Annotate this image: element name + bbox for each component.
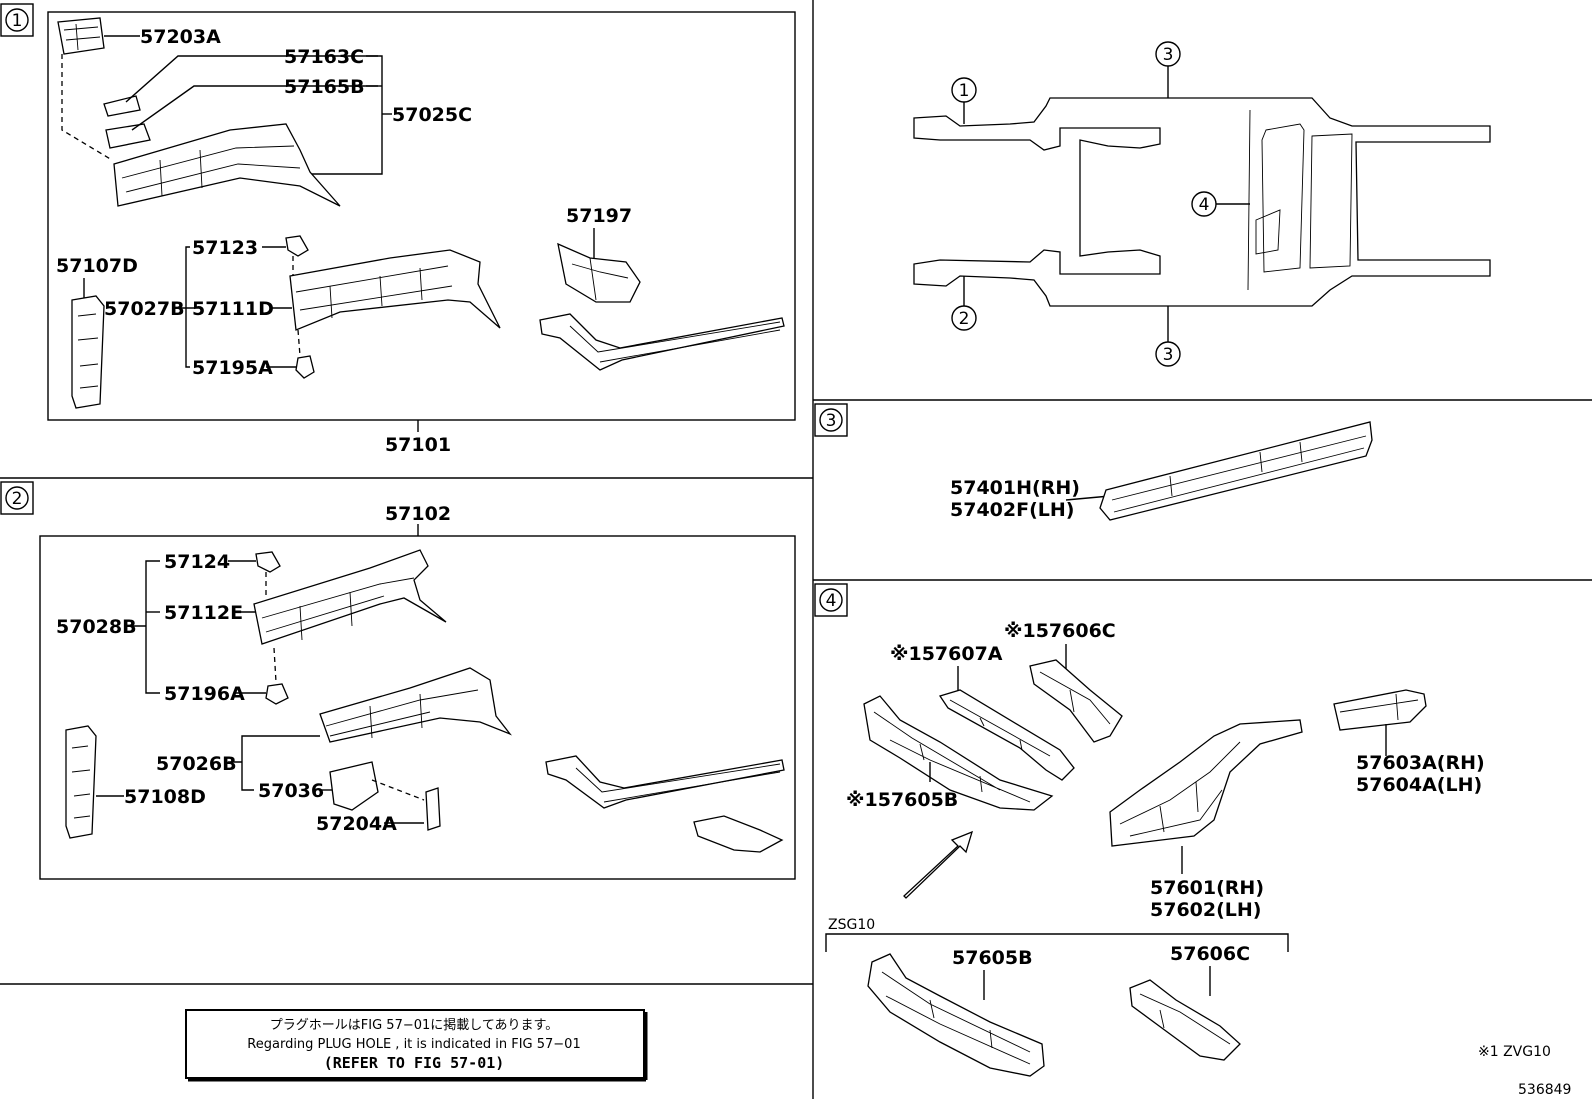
label-57108D: 57108D [124, 786, 206, 808]
part-57603A-shape [1333, 689, 1427, 731]
notice-line-3: (REFER TO FIG 57-01) [324, 1054, 505, 1072]
section-4: 4 ※157607A ※157606C ※157605B 57601(RH) 5… [814, 583, 1551, 1077]
part-57195A-shape [295, 355, 315, 379]
overview-callout-4: 4 [1199, 195, 1210, 215]
label-57603A: 57603A(RH) [1356, 752, 1485, 774]
illustration-number: 536849 [1518, 1082, 1571, 1098]
label-57165B: 57165B [284, 76, 365, 98]
notice-line-2: Regarding PLUG HOLE , it is indicated in… [247, 1037, 580, 1052]
label-57401H: 57401H(RH) [950, 477, 1080, 499]
overview-rail-upper [913, 97, 1491, 307]
part-bracket-s2 [693, 815, 784, 853]
part-ZSG10-57605B-shape [867, 953, 1045, 1077]
label-57197: 57197 [566, 205, 632, 227]
label-57204A: 57204A [316, 813, 397, 835]
label-57607A: ※157607A [890, 643, 1003, 665]
label-57025C: 57025C [392, 104, 472, 126]
section-3: 3 57401H(RH) 57402F(LH) [814, 403, 1373, 521]
section-3-marker: 3 [826, 411, 837, 431]
section-1: 1 57203A 57163C 57165B 57025C 57197 5710… [0, 3, 796, 456]
part-57108D-shape [65, 725, 97, 839]
label-57111D: 57111D [192, 298, 274, 320]
label-57028B: 57028B [56, 616, 137, 638]
notice-line-1: プラグホールはFIG 57−01に掲載してあります。 [270, 1017, 558, 1033]
part-57026B-shape [319, 667, 512, 743]
label-57402F: 57402F(LH) [950, 499, 1074, 521]
label-57027B: 57027B [104, 298, 185, 320]
label-57112E: 57112E [164, 602, 243, 624]
overview-callout-3-top: 3 [1163, 45, 1174, 65]
label-57196A: 57196A [164, 683, 245, 705]
part-57606C-shape [1029, 659, 1123, 743]
overview-callout-2: 2 [959, 309, 970, 329]
part-57111D-shape [289, 249, 501, 331]
part-57401H-shape [1099, 421, 1373, 521]
label-57203A: 57203A [140, 26, 221, 48]
part-57025C-shape [113, 123, 341, 207]
label-57195A: 57195A [192, 357, 273, 379]
label-57026B: 57026B [156, 753, 237, 775]
section-4-marker: 4 [826, 591, 837, 611]
part-57165B-shape [105, 123, 151, 149]
part-57607A-shape [938, 689, 1075, 781]
section-2-marker: 2 [12, 489, 23, 509]
overview-callout-1: 1 [959, 81, 970, 101]
part-57196A-shape [265, 683, 289, 705]
footnote-zvg10: ※1 ZVG10 [1478, 1044, 1551, 1060]
part-57163C-shape [103, 95, 141, 117]
label-57102: 57102 [385, 503, 451, 525]
part-57203A-shape [57, 17, 105, 55]
label-57604A: 57604A(LH) [1356, 774, 1482, 796]
part-rocker-rail-s1 [539, 313, 785, 371]
label-57601: 57601(RH) [1150, 877, 1264, 899]
part-57601-shape [1109, 719, 1303, 847]
section-1-marker: 1 [12, 11, 23, 31]
label-57606C: ※157606C [1004, 620, 1116, 642]
notice-box: プラグホールはFIG 57−01に掲載してあります。 Regarding PLU… [185, 1009, 648, 1082]
label-ZSG10: ZSG10 [828, 917, 875, 933]
part-57204A-shape [425, 787, 441, 831]
label-57123: 57123 [192, 237, 258, 259]
label-57602: 57602(LH) [1150, 899, 1261, 921]
part-57124-shape [255, 551, 281, 573]
overview-callout-3-bottom: 3 [1163, 345, 1174, 365]
part-57036-shape [329, 761, 379, 811]
label-57124: 57124 [164, 551, 230, 573]
direction-arrow [903, 830, 974, 899]
label-ZSG10-57605B: 57605B [952, 947, 1033, 969]
label-57101: 57101 [385, 434, 451, 456]
label-57107D: 57107D [56, 255, 138, 277]
underbody-overview: 3 1 4 2 3 [913, 41, 1491, 367]
part-57123-shape [285, 235, 309, 257]
part-ZSG10-57606C-shape [1129, 979, 1241, 1061]
label-57605B: ※157605B [846, 789, 958, 811]
label-57163C: 57163C [284, 46, 364, 68]
label-57036: 57036 [258, 780, 324, 802]
section-2: 2 57102 57124 57028B 57112E 57196A 57026… [0, 481, 796, 880]
part-57107D-shape [71, 295, 105, 409]
part-57605B-shape [863, 695, 1054, 811]
label-ZSG10-57606C: 57606C [1170, 943, 1250, 965]
part-57197-shape [557, 242, 641, 303]
